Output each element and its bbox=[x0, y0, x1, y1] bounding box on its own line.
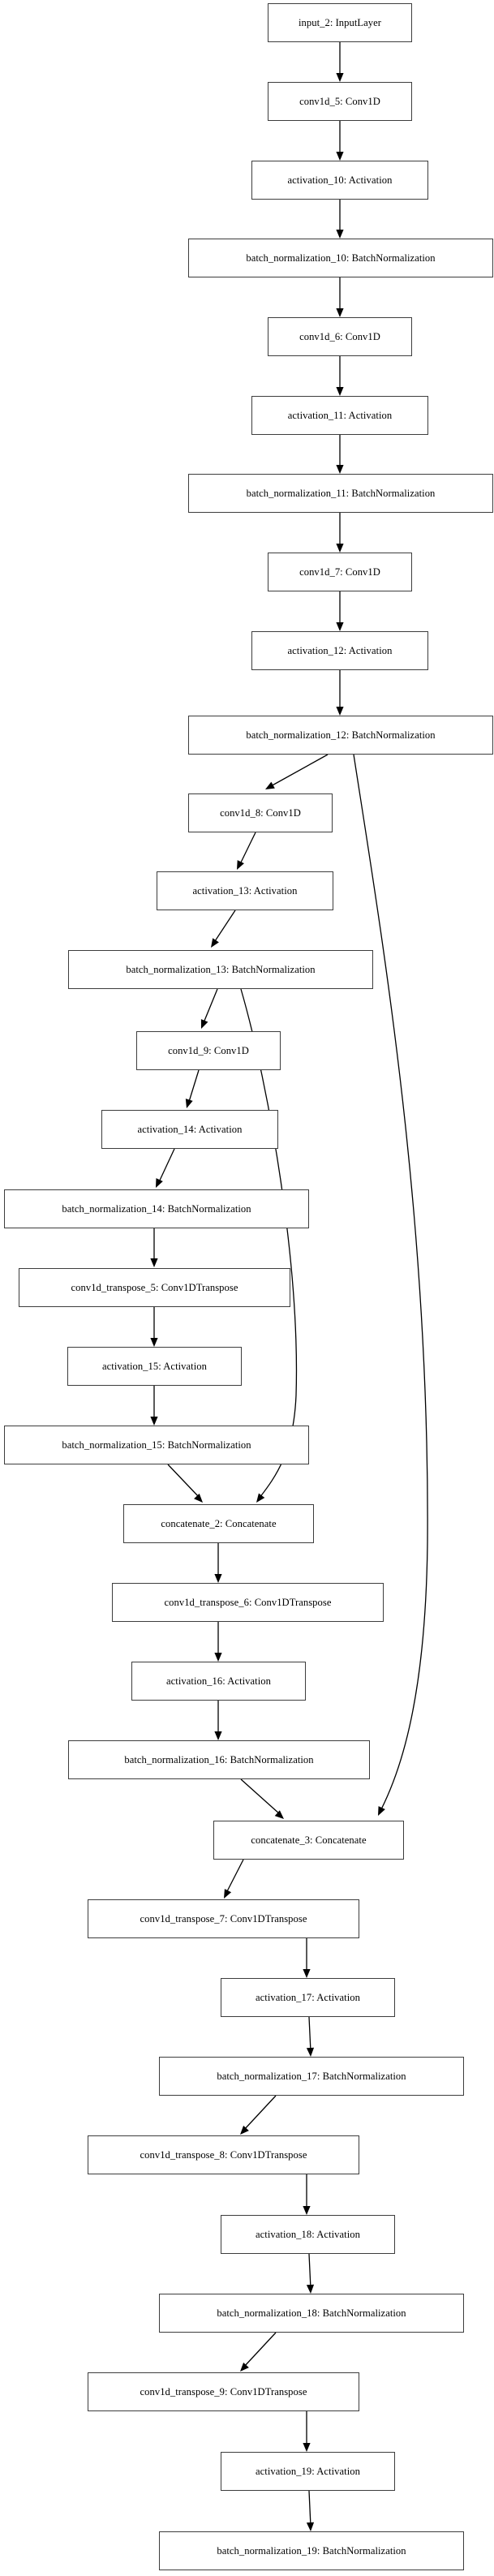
graph-node-label: concatenate_2: Concatenate bbox=[161, 1517, 277, 1529]
graph-node-label: batch_normalization_11: BatchNormalizati… bbox=[246, 487, 436, 499]
graph-node-activation_11[interactable]: activation_11: Activation bbox=[251, 396, 428, 435]
graph-node-label: activation_13: Activation bbox=[192, 884, 298, 897]
graph-node-batch_normalization_12[interactable]: batch_normalization_12: BatchNormalizati… bbox=[188, 716, 493, 755]
graph-node-label: conv1d_transpose_8: Conv1DTranspose bbox=[140, 2148, 307, 2161]
graph-node-label: conv1d_transpose_5: Conv1DTranspose bbox=[71, 1281, 238, 1293]
graph-node-conv1d_transpose_9[interactable]: conv1d_transpose_9: Conv1DTranspose bbox=[88, 2372, 359, 2411]
graph-node-label: activation_12: Activation bbox=[287, 644, 393, 656]
graph-node-conv1d_transpose_6[interactable]: conv1d_transpose_6: Conv1DTranspose bbox=[112, 1583, 384, 1622]
graph-node-label: activation_18: Activation bbox=[256, 2228, 360, 2240]
graph-node-label: batch_normalization_12: BatchNormalizati… bbox=[246, 729, 436, 741]
graph-node-batch_normalization_13[interactable]: batch_normalization_13: BatchNormalizati… bbox=[68, 950, 373, 989]
graph-node-batch_normalization_10[interactable]: batch_normalization_10: BatchNormalizati… bbox=[188, 239, 493, 277]
graph-node-activation_15[interactable]: activation_15: Activation bbox=[67, 1347, 242, 1386]
graph-node-conv1d_transpose_7[interactable]: conv1d_transpose_7: Conv1DTranspose bbox=[88, 1899, 359, 1938]
graph-node-batch_normalization_16[interactable]: batch_normalization_16: BatchNormalizati… bbox=[68, 1740, 370, 1779]
graph-node-activation_12[interactable]: activation_12: Activation bbox=[251, 631, 428, 670]
graph-node-label: activation_17: Activation bbox=[256, 1991, 360, 2003]
graph-node-activation_10[interactable]: activation_10: Activation bbox=[251, 161, 428, 200]
graph-node-activation_14[interactable]: activation_14: Activation bbox=[101, 1110, 278, 1149]
graph-node-activation_18[interactable]: activation_18: Activation bbox=[221, 2215, 395, 2254]
graph-node-label: conv1d_transpose_9: Conv1DTranspose bbox=[140, 2385, 307, 2398]
graph-node-batch_normalization_19[interactable]: batch_normalization_19: BatchNormalizati… bbox=[159, 2531, 464, 2570]
graph-node-batch_normalization_18[interactable]: batch_normalization_18: BatchNormalizati… bbox=[159, 2294, 464, 2333]
graph-node-activation_19[interactable]: activation_19: Activation bbox=[221, 2452, 395, 2491]
graph-node-label: conv1d_6: Conv1D bbox=[299, 330, 380, 342]
graph-node-conv1d_transpose_5[interactable]: conv1d_transpose_5: Conv1DTranspose bbox=[19, 1268, 290, 1307]
graph-node-concatenate_2[interactable]: concatenate_2: Concatenate bbox=[123, 1504, 314, 1543]
graph-node-label: activation_11: Activation bbox=[287, 409, 393, 421]
graph-node-batch_normalization_15[interactable]: batch_normalization_15: BatchNormalizati… bbox=[4, 1426, 309, 1464]
graph-node-label: activation_15: Activation bbox=[102, 1360, 207, 1372]
graph-node-label: conv1d_7: Conv1D bbox=[299, 566, 380, 578]
graph-node-conv1d_9[interactable]: conv1d_9: Conv1D bbox=[136, 1031, 281, 1070]
graph-node-activation_13[interactable]: activation_13: Activation bbox=[157, 871, 333, 910]
graph-node-label: conv1d_9: Conv1D bbox=[168, 1044, 249, 1056]
graph-node-label: batch_normalization_19: BatchNormalizati… bbox=[217, 2544, 406, 2557]
graph-node-label: activation_19: Activation bbox=[256, 2465, 360, 2477]
graph-node-label: activation_16: Activation bbox=[166, 1675, 271, 1687]
graph-node-label: concatenate_3: Concatenate bbox=[251, 1834, 367, 1846]
graph-node-label: conv1d_transpose_6: Conv1DTranspose bbox=[164, 1596, 332, 1608]
graph-node-concatenate_3[interactable]: concatenate_3: Concatenate bbox=[213, 1821, 404, 1860]
graph-node-label: batch_normalization_14: BatchNormalizati… bbox=[62, 1202, 251, 1215]
graph-node-label: activation_10: Activation bbox=[287, 174, 393, 186]
graph-node-input_2[interactable]: input_2: InputLayer bbox=[268, 3, 412, 42]
graph-node-label: batch_normalization_17: BatchNormalizati… bbox=[217, 2070, 406, 2082]
graph-node-label: batch_normalization_10: BatchNormalizati… bbox=[246, 252, 436, 264]
graph-node-label: conv1d_8: Conv1D bbox=[220, 806, 301, 819]
graph-node-label: input_2: InputLayer bbox=[298, 16, 382, 28]
graph-node-conv1d_transpose_8[interactable]: conv1d_transpose_8: Conv1DTranspose bbox=[88, 2135, 359, 2174]
graph-node-conv1d_7[interactable]: conv1d_7: Conv1D bbox=[268, 553, 412, 591]
graph-node-activation_16[interactable]: activation_16: Activation bbox=[131, 1662, 306, 1701]
graph-node-label: conv1d_5: Conv1D bbox=[299, 95, 380, 107]
graph-node-conv1d_6[interactable]: conv1d_6: Conv1D bbox=[268, 317, 412, 356]
graph-node-label: conv1d_transpose_7: Conv1DTranspose bbox=[140, 1912, 307, 1924]
graph-node-conv1d_8[interactable]: conv1d_8: Conv1D bbox=[188, 793, 333, 832]
graph-node-batch_normalization_17[interactable]: batch_normalization_17: BatchNormalizati… bbox=[159, 2057, 464, 2096]
graph-node-label: batch_normalization_13: BatchNormalizati… bbox=[126, 963, 316, 975]
graph-node-label: batch_normalization_18: BatchNormalizati… bbox=[217, 2307, 406, 2319]
graph-node-batch_normalization_14[interactable]: batch_normalization_14: BatchNormalizati… bbox=[4, 1189, 309, 1228]
graph-node-activation_17[interactable]: activation_17: Activation bbox=[221, 1978, 395, 2017]
graph-node-batch_normalization_11[interactable]: batch_normalization_11: BatchNormalizati… bbox=[188, 474, 493, 513]
graph-node-label: batch_normalization_15: BatchNormalizati… bbox=[62, 1439, 251, 1451]
graph-node-label: batch_normalization_16: BatchNormalizati… bbox=[124, 1753, 314, 1765]
graph-node-conv1d_5[interactable]: conv1d_5: Conv1D bbox=[268, 82, 412, 121]
graph-node-label: activation_14: Activation bbox=[137, 1123, 243, 1135]
